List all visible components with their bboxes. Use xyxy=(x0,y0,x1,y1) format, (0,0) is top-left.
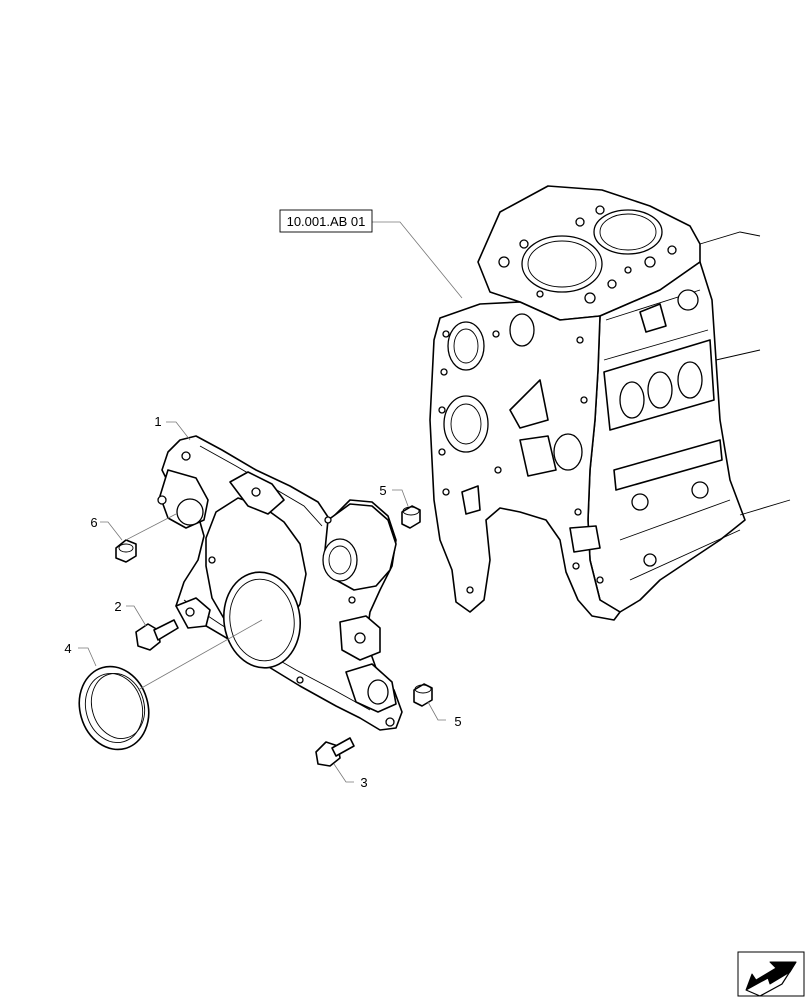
reference-callout[interactable]: 10.001.AB 01 xyxy=(279,209,373,233)
timing-cover xyxy=(157,435,403,731)
reference-label: 10.001.AB 01 xyxy=(287,214,366,229)
callout-3: 3 xyxy=(360,775,367,790)
callout-5-lower: 5 xyxy=(454,714,461,729)
nut-part-6 xyxy=(115,539,137,563)
callout-5-upper: 5 xyxy=(379,483,386,498)
bolt-part-3 xyxy=(315,737,355,767)
arrow-icon[interactable] xyxy=(737,951,805,997)
callout-4: 4 xyxy=(64,641,71,656)
dowel-part-5-upper xyxy=(401,505,421,529)
dowel-part-5-lower xyxy=(413,683,433,707)
callout-6: 6 xyxy=(90,515,97,530)
leader-lines xyxy=(78,221,463,783)
bolt-part-2 xyxy=(135,619,179,651)
crankshaft-seal xyxy=(78,665,150,751)
callout-1: 1 xyxy=(154,414,161,429)
callout-2: 2 xyxy=(114,599,121,614)
engine-block xyxy=(429,185,791,621)
